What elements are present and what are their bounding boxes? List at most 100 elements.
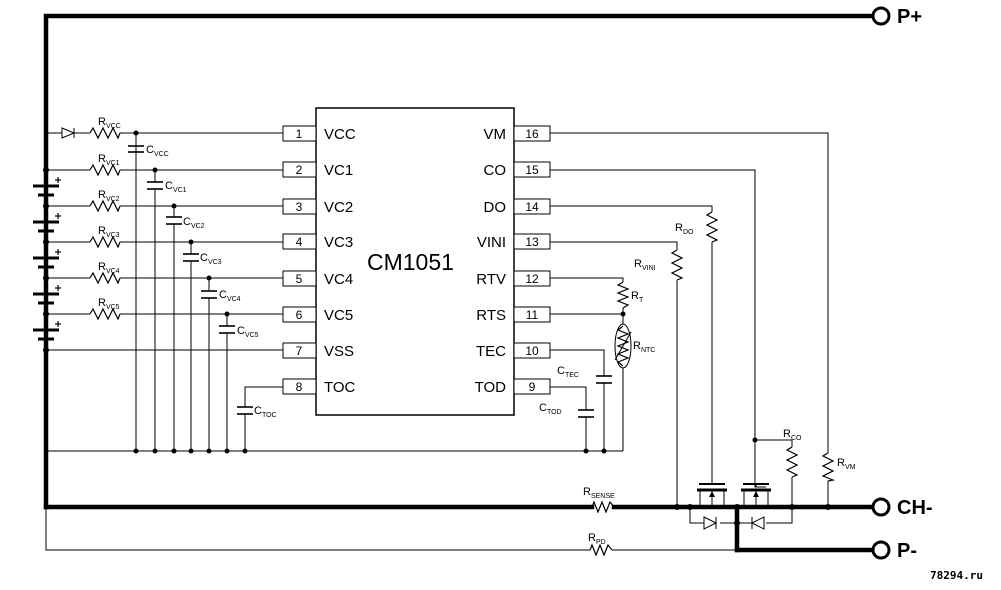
right-resistors bbox=[589, 211, 836, 557]
body-diodes bbox=[703, 516, 765, 530]
pin-number: 2 bbox=[296, 163, 303, 177]
pin-16: 16 VM bbox=[484, 125, 551, 143]
label-rpd: RPD bbox=[588, 532, 606, 546]
label-rntc: RNTC bbox=[633, 340, 655, 354]
left-pins: 1 VCC 2 VC1 3 VC2 4 VC3 5 VC4 6 VC5 bbox=[282, 125, 356, 396]
left-capacitors bbox=[128, 145, 253, 415]
component-labels: RVCC RVC1 RVC2 RVC3 RVC4 RVC5 CVCC CVC1 … bbox=[98, 116, 856, 546]
right-capacitors bbox=[578, 375, 612, 418]
pin-number: 11 bbox=[526, 308, 539, 322]
capacitor-cvc3 bbox=[183, 253, 199, 262]
label-rvc4: RVC4 bbox=[98, 261, 120, 275]
mosfet-discharge bbox=[690, 476, 737, 508]
pin-4: 4 VC3 bbox=[282, 233, 353, 251]
pin-number: 3 bbox=[296, 200, 303, 214]
terminal-p-minus: P- bbox=[871, 540, 917, 562]
capacitor-cvc5 bbox=[219, 325, 235, 334]
power-rails bbox=[43, 13, 875, 553]
watermark-text: 78294.ru bbox=[930, 569, 983, 582]
thermistor-ntc bbox=[614, 323, 632, 369]
left-wiring bbox=[46, 127, 623, 452]
pin-5: 5 VC4 bbox=[282, 270, 353, 288]
pin-name: VM bbox=[484, 126, 507, 143]
pin-13: 13 VINI bbox=[477, 233, 551, 251]
label-ctod: CTOD bbox=[539, 402, 562, 416]
resistor-rvcc bbox=[89, 126, 121, 140]
label-rvcc: RVCC bbox=[98, 116, 121, 130]
label-rco: RCO bbox=[783, 428, 802, 442]
resistor-rvc4 bbox=[89, 271, 121, 285]
resistor-rvc3 bbox=[89, 235, 121, 249]
label-cvc5: CVC5 bbox=[237, 325, 259, 339]
left-resistors bbox=[89, 126, 121, 321]
label-rt: RT bbox=[631, 290, 644, 304]
battery-stack bbox=[33, 177, 61, 341]
pin-name: DO bbox=[484, 199, 507, 216]
terminal-ch-minus-label: CH- bbox=[897, 497, 933, 519]
label-rsense: RSENSE bbox=[583, 486, 615, 500]
resistor-rvm bbox=[821, 452, 836, 482]
diode-vcc bbox=[61, 127, 76, 139]
capacitor-cvc4 bbox=[201, 290, 217, 299]
pin-number: 9 bbox=[529, 380, 536, 394]
pin-name: RTS bbox=[476, 307, 506, 324]
chip-cm1051: CM1051 bbox=[315, 107, 515, 416]
label-cvc1: CVC1 bbox=[165, 180, 187, 194]
resistor-rvc1 bbox=[89, 163, 121, 177]
pin-name: VC4 bbox=[324, 271, 353, 288]
label-rvc2: RVC2 bbox=[98, 189, 120, 203]
label-rvm: RVM bbox=[837, 457, 856, 471]
resistor-rvini bbox=[670, 249, 684, 281]
pin-number: 13 bbox=[525, 235, 539, 249]
pin-number: 8 bbox=[296, 380, 303, 394]
terminal-p-minus-label: P- bbox=[897, 540, 917, 562]
pin-name: VCC bbox=[324, 126, 356, 143]
pin-name: VC1 bbox=[324, 162, 353, 179]
pin-number: 6 bbox=[296, 308, 303, 322]
capacitor-ctec bbox=[596, 375, 612, 384]
pin-number: 7 bbox=[296, 344, 303, 358]
pin-name: VSS bbox=[324, 343, 354, 360]
resistor-rco bbox=[785, 446, 799, 478]
terminal-p-plus-label: P+ bbox=[897, 6, 922, 28]
resistor-rt bbox=[616, 281, 630, 309]
terminal-ch-minus: CH- bbox=[871, 497, 933, 519]
label-ctoc: CTOC bbox=[254, 405, 277, 419]
label-rvc1: RVC1 bbox=[98, 153, 120, 167]
mosfet-charge bbox=[741, 483, 792, 508]
resistor-rdo bbox=[705, 211, 719, 243]
label-rvc5: RVC5 bbox=[98, 297, 120, 311]
label-rvini: RVINI bbox=[634, 258, 656, 272]
pin-number: 4 bbox=[296, 235, 303, 249]
pin-number: 5 bbox=[296, 272, 303, 286]
pin-14: 14 DO bbox=[484, 198, 551, 216]
label-cvc3: CVC3 bbox=[200, 252, 222, 266]
pin-9: 9 TOD bbox=[475, 378, 551, 396]
pin-10: 10 TEC bbox=[476, 342, 551, 360]
pin-1: 1 VCC bbox=[282, 125, 356, 143]
pin-name: TOC bbox=[324, 379, 356, 396]
capacitor-cvc2 bbox=[166, 216, 182, 225]
pin-number: 14 bbox=[525, 200, 539, 214]
terminal-p-plus: P+ bbox=[871, 6, 922, 28]
label-ctec: CTEC bbox=[557, 365, 579, 379]
pin-name: CO bbox=[484, 162, 507, 179]
capacitor-cvc1 bbox=[147, 181, 163, 190]
pin-number: 1 bbox=[296, 127, 303, 141]
resistor-rsense bbox=[591, 500, 615, 514]
capacitor-ctod bbox=[578, 409, 594, 418]
pin-name: TEC bbox=[476, 343, 506, 360]
label-cvcc: CVCC bbox=[146, 144, 169, 158]
pin-name: RTV bbox=[476, 271, 506, 288]
label-rdo: RDO bbox=[675, 222, 694, 236]
pin-name: VC5 bbox=[324, 307, 353, 324]
label-rvc3: RVC3 bbox=[98, 225, 120, 239]
label-cvc2: CVC2 bbox=[183, 216, 205, 230]
resistor-rvc2 bbox=[89, 199, 121, 213]
pin-number: 15 bbox=[525, 163, 539, 177]
pin-name: VINI bbox=[477, 234, 506, 251]
pin-name: VC2 bbox=[324, 199, 353, 216]
pin-8: 8 TOC bbox=[282, 378, 356, 396]
pin-name: VC3 bbox=[324, 234, 353, 251]
resistor-rpd bbox=[589, 543, 613, 557]
